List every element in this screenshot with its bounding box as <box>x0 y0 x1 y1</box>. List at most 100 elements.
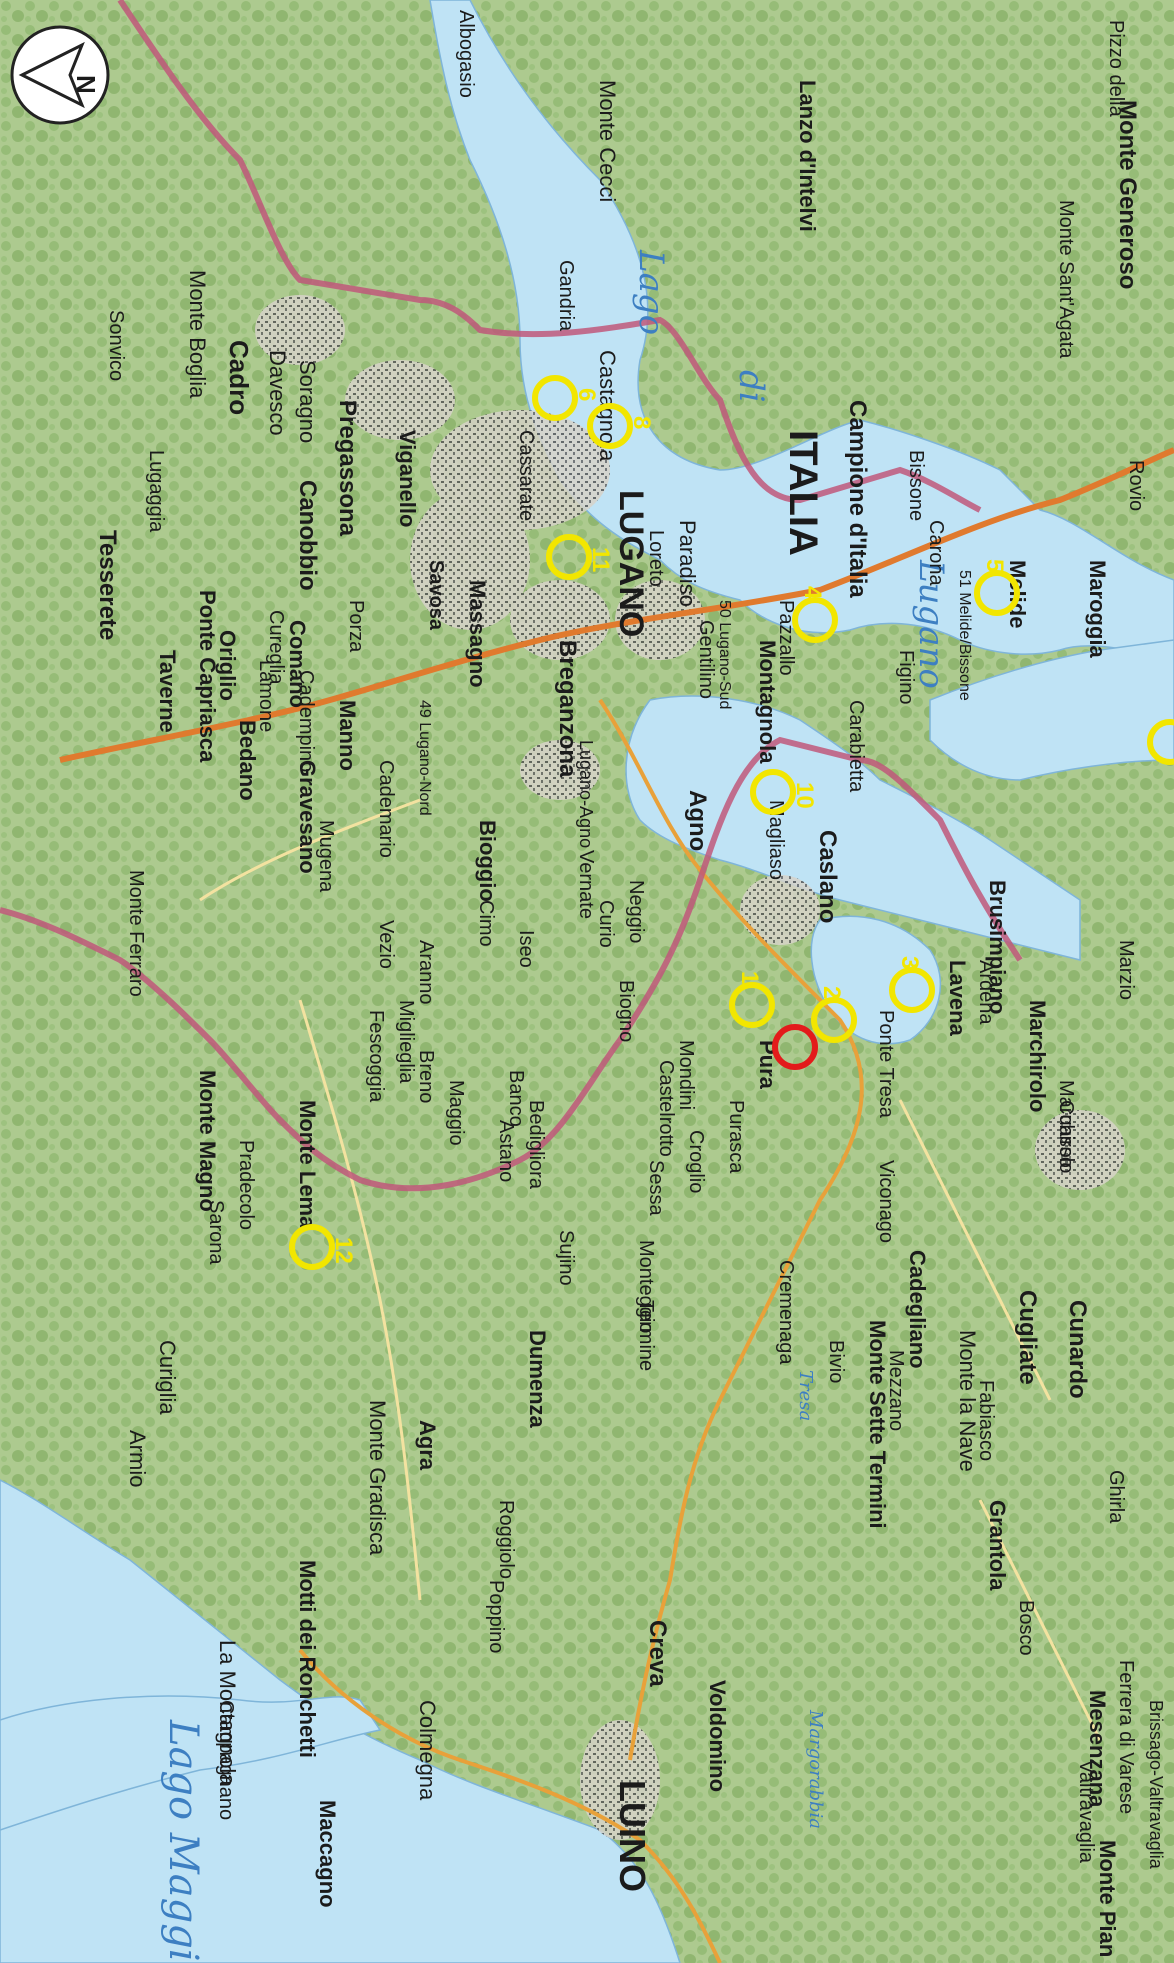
place-label-vernate: Vernate <box>575 850 597 919</box>
place-label-curio: Curio <box>595 900 617 948</box>
place-label-carabietta: Carabietta <box>845 700 867 793</box>
place-label-cadro: Cadro <box>224 340 254 415</box>
place-label-mezzano: Mezzano <box>885 1350 907 1431</box>
place-label-loreto: Loreto <box>645 530 667 587</box>
place-label-figino: Figino <box>895 650 917 704</box>
marker-3[interactable] <box>889 967 935 1013</box>
place-label-monte-lema: Monte Lema <box>295 1100 320 1229</box>
place-label-banco: Banco <box>505 1070 527 1127</box>
marker-6[interactable] <box>532 375 578 421</box>
place-label-pizzo-della: Pizzo della <box>1105 20 1127 118</box>
marker-5[interactable] <box>974 570 1020 616</box>
place-label-agra: Agra <box>415 1420 440 1471</box>
place-label-monte-la-nave: Monte la Nave <box>955 1330 980 1472</box>
place-label-lugano-agno: Lugano-Agno <box>576 740 596 848</box>
place-label-ardena: Ardena <box>975 960 997 1025</box>
place-label-rovio: Rovio <box>1125 460 1147 511</box>
road-minor-4 <box>978 1499 1102 1741</box>
place-label-monte-ferraro: Monte Ferraro <box>125 870 147 997</box>
place-label-lugaggia: Lugaggia <box>145 450 167 533</box>
lake-lugano <box>429 0 1174 661</box>
place-label-monte-boglia: Monte Boglia <box>185 270 210 399</box>
place-label-poppino: Poppino <box>485 1580 507 1653</box>
place-label-cremenaga: Cremenaga <box>775 1260 797 1365</box>
place-label-bioggio: Bioggio <box>475 820 500 902</box>
place-label-mondini: Mondini <box>675 1040 697 1110</box>
place-label-origlio: Origlio <box>215 630 240 701</box>
place-label-valtravaglia: Valtravaglia <box>1075 1760 1097 1864</box>
place-label-melide-bissone: 51 Melide/Bissone <box>956 570 973 701</box>
place-label-monte-magno: Monte Magno <box>195 1070 220 1212</box>
marker-4[interactable] <box>792 597 838 643</box>
marker-label-2: 2 <box>818 986 845 999</box>
place-label-ponte-capriasca: Ponte Capriasca <box>195 590 220 763</box>
place-label-roggiolo: Roggiolo <box>495 1500 517 1579</box>
place-label-lanzo: Lanzo d'Intelvi <box>795 80 820 232</box>
place-label-colmegna: Colmegna <box>415 1700 440 1801</box>
lake-label-lago: Lago <box>631 249 671 335</box>
place-label-voldomino: Voldomino <box>705 1680 730 1792</box>
marker-label-10: 10 <box>791 782 818 809</box>
place-label-armio: Armio <box>125 1430 150 1487</box>
place-label-mugena: Mugena <box>315 820 337 893</box>
place-label-castelrotto: Castelrotto <box>655 1060 677 1157</box>
place-label-cuasso: Cuasso <box>1055 1100 1077 1168</box>
place-label-tesserete: Tesserete <box>94 530 121 640</box>
river-label-tresa-label: Tresa <box>795 1370 816 1421</box>
road-minor-3 <box>298 999 422 1601</box>
place-label-canobbio: Canobbio <box>294 480 321 591</box>
lake-label-di: di <box>731 370 771 403</box>
lake-lugano-south-arm <box>929 639 1174 781</box>
marker-11[interactable] <box>546 534 592 580</box>
road-tresa-valley <box>598 698 864 1761</box>
road-minor-2 <box>898 1099 1052 1401</box>
place-label-cadegliano: Cadegliano <box>905 1250 930 1369</box>
place-label-soragno: Soragno <box>295 360 320 443</box>
place-label-biogno: Biogno <box>615 980 637 1042</box>
north-letter: N <box>71 75 101 94</box>
place-label-monte-cecci: Monte Cecci <box>595 80 620 202</box>
place-label-marzio: Marzio <box>1115 940 1137 1000</box>
marker-red[interactable] <box>772 1024 818 1070</box>
place-label-comano: Comano <box>285 620 310 708</box>
marker-label-5: 5 <box>981 559 1008 572</box>
marker-9[interactable] <box>1147 719 1174 765</box>
marker-8[interactable] <box>587 403 633 449</box>
marker-1[interactable] <box>729 982 775 1028</box>
marker-2[interactable] <box>811 997 857 1043</box>
place-label-aranno: Aranno <box>415 940 437 1005</box>
north-arrow: N <box>10 25 110 125</box>
road-minor-1 <box>199 798 421 902</box>
place-label-albogasio: Albogasio <box>455 10 477 98</box>
place-label-lamone: Lamone <box>255 660 277 732</box>
place-label-breganzona: Breganzona <box>554 640 581 778</box>
place-label-gravesano: Gravesano <box>295 760 320 874</box>
place-label-monte-generoso: Monte Generoso <box>1114 100 1141 289</box>
place-label-cimo: Cimo <box>475 900 497 947</box>
place-label-fabiasco: Fabiasco <box>975 1380 997 1461</box>
place-label-marchirolo: Marchirolo <box>1025 1000 1050 1112</box>
place-label-bissone: Bissone <box>905 450 927 521</box>
markers[interactable]: 12345689101112 <box>289 375 1174 1270</box>
marker-label-12: 12 <box>330 1237 357 1264</box>
place-label-gandria: Gandria <box>555 260 577 332</box>
place-label-mesenzana: Mesenzana <box>1085 1690 1110 1808</box>
place-label-cureglia: Cureglia <box>265 610 287 685</box>
place-label-monte-sette-termini: Monte Sette Termini <box>865 1320 890 1529</box>
place-label-viganello: Viganello <box>395 430 420 527</box>
marker-label-1: 1 <box>736 971 763 984</box>
place-label-savosa: Savosa <box>425 560 447 631</box>
place-label-fescoggia: Fescoggia <box>365 1010 387 1103</box>
place-label-cunardo: Cunardo <box>1064 1300 1091 1399</box>
marker-label-8: 8 <box>628 416 655 429</box>
place-label-davesco: Davesco <box>265 350 290 436</box>
marker-10[interactable] <box>750 769 796 815</box>
place-label-ponte-crevi: Bivio <box>825 1340 847 1383</box>
place-label-carona: Carona <box>925 520 947 586</box>
place-label-bedigliora: Bedigliora <box>525 1100 547 1190</box>
motorway-a2 <box>59 447 1174 763</box>
marker-12[interactable] <box>289 1224 335 1270</box>
